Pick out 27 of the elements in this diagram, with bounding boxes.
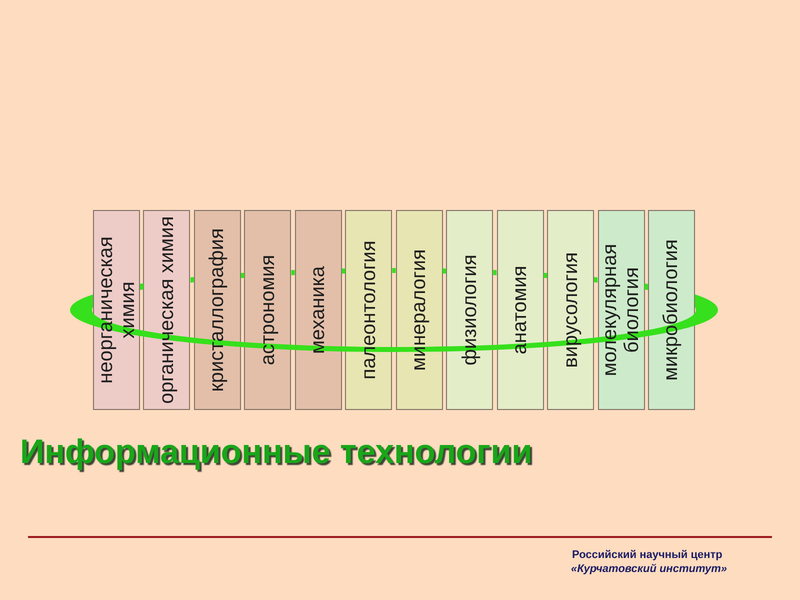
column-box: [143, 210, 190, 410]
column-box: [345, 210, 392, 410]
column-box: [194, 210, 241, 410]
column-box: [244, 210, 292, 410]
column-label: анатомия: [509, 264, 532, 356]
column-box: [547, 210, 594, 410]
column-label: минералогия: [408, 248, 430, 373]
column-box: [294, 210, 342, 410]
footer-text: Российский научный центр: [572, 549, 722, 562]
column-label: кристаллография: [206, 227, 228, 394]
column-label: органическая химия: [156, 215, 178, 406]
footer-text: «Курчатовский институт»: [571, 563, 727, 576]
column-label: молекулярная биология: [599, 242, 643, 378]
column-label: механика: [307, 265, 330, 356]
column-label: неорганическая химия: [94, 235, 138, 386]
column-box: [496, 210, 544, 410]
column-box: [446, 210, 494, 410]
column-box: [598, 210, 644, 410]
column-box: [93, 210, 140, 410]
column-label: вирусология: [560, 251, 582, 370]
title: Информационные технологии: [20, 435, 532, 469]
column-box: [648, 210, 695, 410]
column-label: физиология: [458, 254, 481, 368]
column-label: астрономия: [256, 254, 279, 368]
column-label: палеонтология: [358, 240, 380, 382]
column-box: [396, 210, 443, 410]
column-label: микробиология: [660, 238, 682, 383]
